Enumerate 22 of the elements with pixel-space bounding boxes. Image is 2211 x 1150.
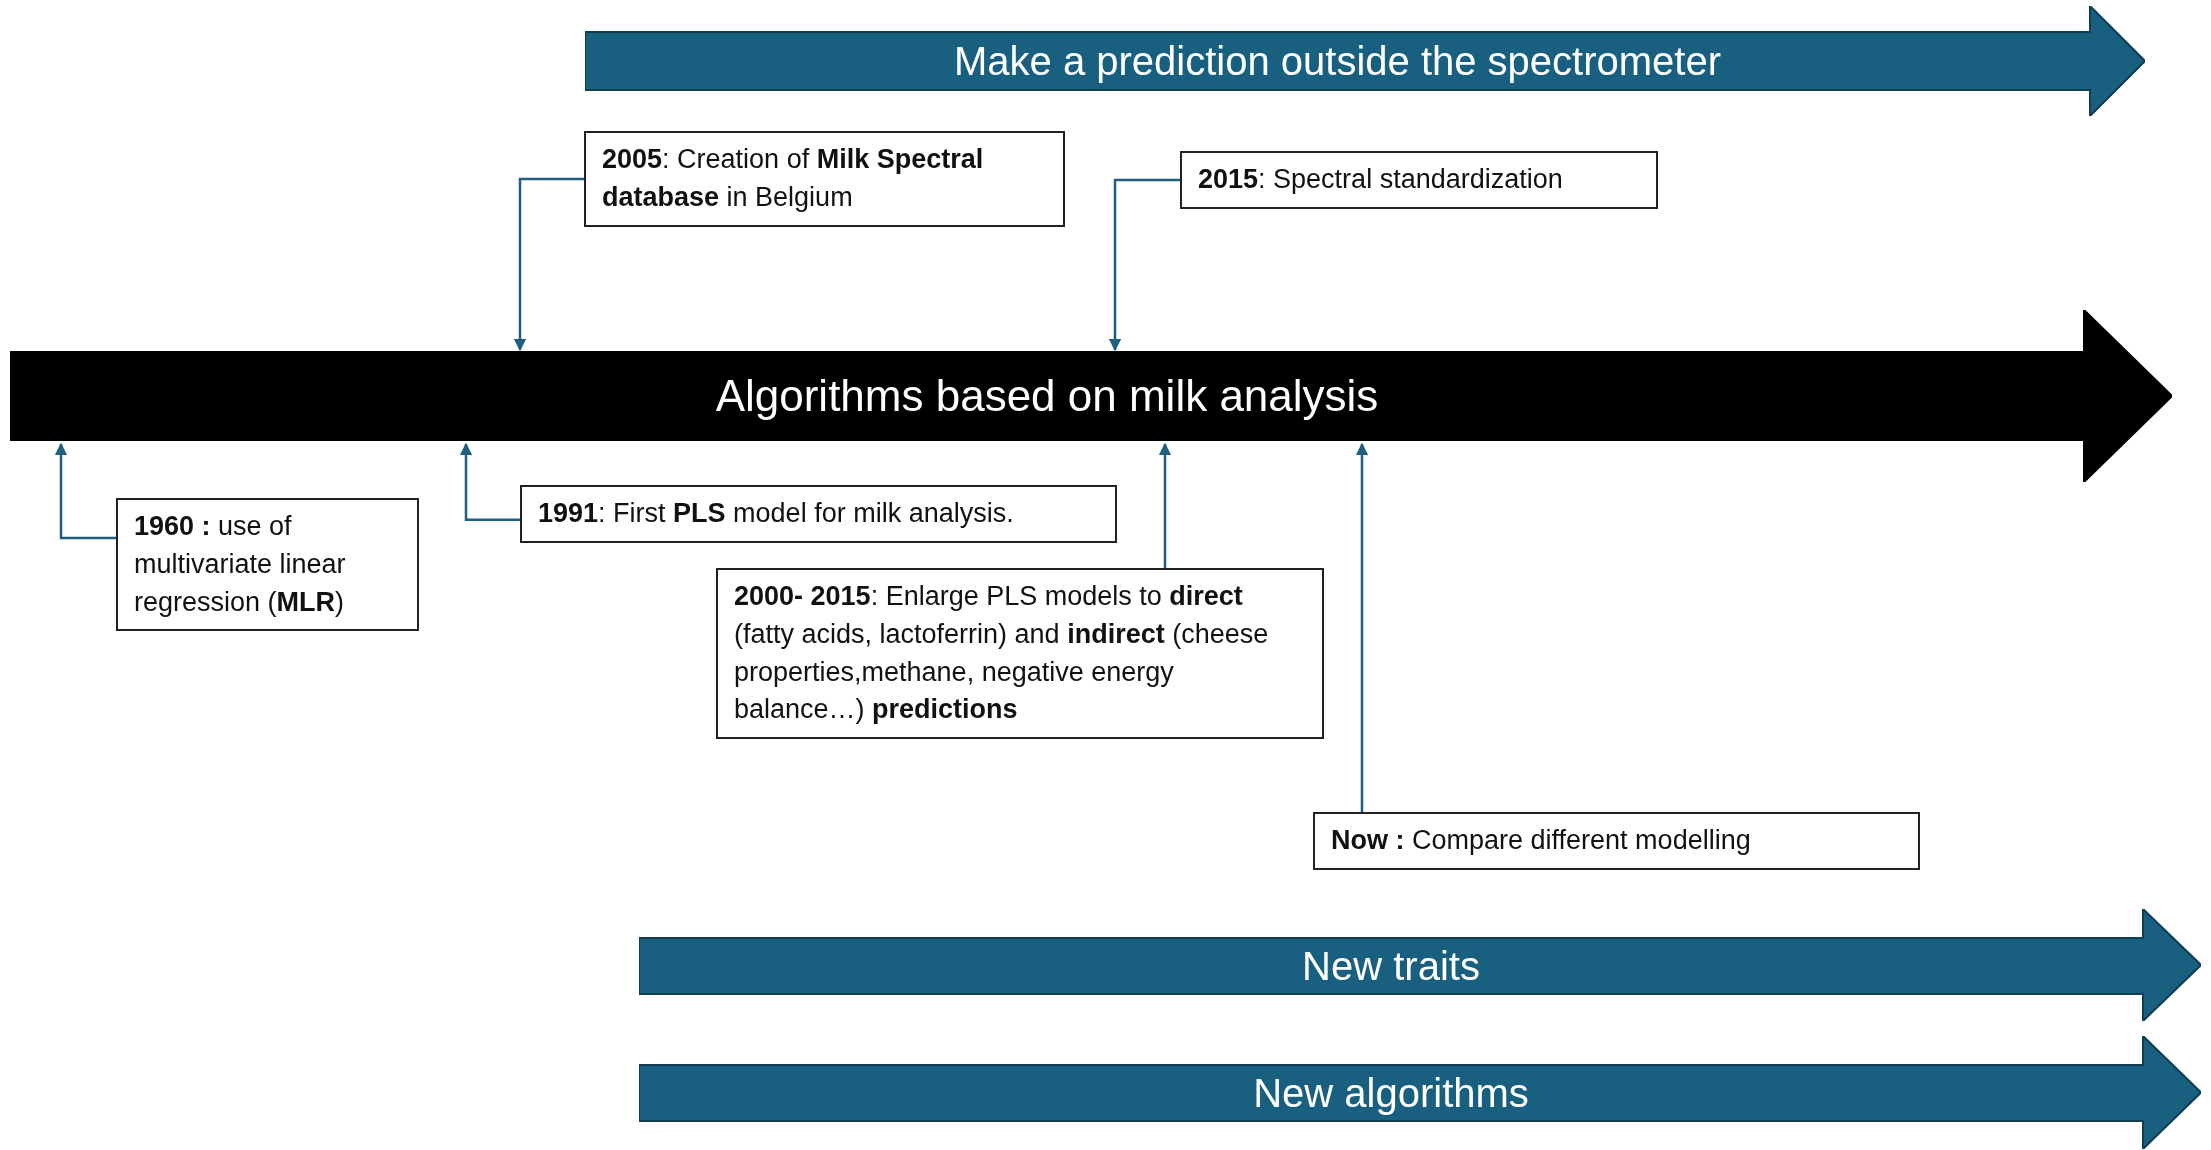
arrow-label: Algorithms based on milk analysis — [715, 371, 1379, 421]
arrow-label: Make a prediction outside the spectrometer — [953, 38, 1722, 84]
event-box — [1313, 812, 1920, 870]
event-box — [584, 131, 1065, 227]
milestone-text: 2015: Spectral standardization — [1198, 163, 1564, 196]
event-box — [716, 568, 1324, 740]
milestone-text: 2005: Creation of Milk Spectral database in Belgium — [602, 143, 985, 214]
connector-arrow — [1355, 442, 1369, 812]
connector-arrow — [1158, 442, 1172, 568]
connector-arrow — [1108, 178, 1180, 352]
event-box — [116, 498, 419, 632]
connector-arrow — [54, 442, 116, 540]
connector-arrow — [459, 442, 520, 522]
milestone-text: 1960 : use of multivariate linear regression (MLR) — [134, 510, 347, 619]
milestone-text: 2000- 2015: Enlarge PLS models to direct (fatty acids, lactoferrin) and indirect (cheese properties,methane, negative energy balance…) predictions — [734, 580, 1270, 727]
arrow-label: New algorithms — [1253, 1070, 1529, 1116]
milestone-text: Now : Compare different modelling — [1331, 824, 1752, 857]
milestone-text: 1991: First PLS model for milk analysis. — [538, 497, 1015, 530]
event-box — [520, 485, 1117, 543]
connector-arrow — [513, 177, 584, 352]
event-box — [1180, 151, 1658, 209]
arrow-label: New traits — [1302, 943, 1480, 989]
